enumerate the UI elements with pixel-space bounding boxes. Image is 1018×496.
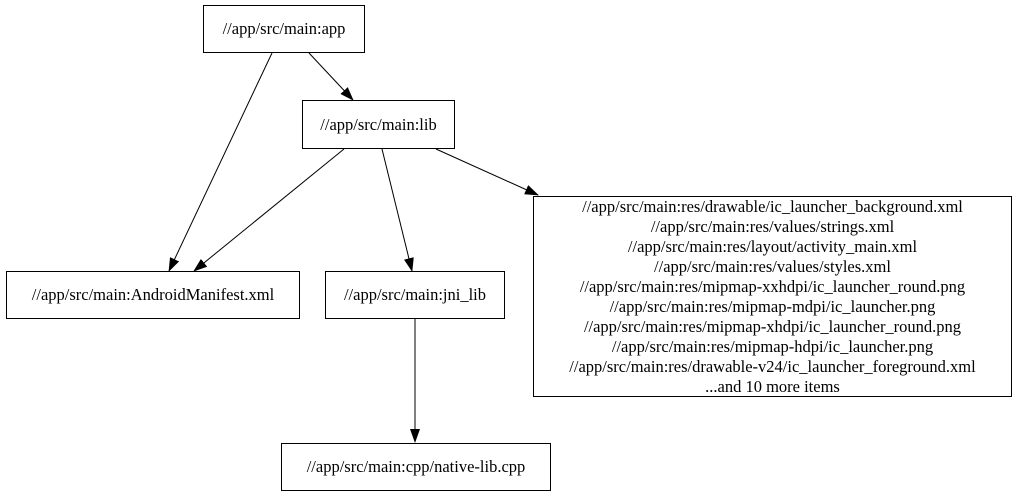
edge-lib-to-resources <box>435 148 539 196</box>
node-resources-group-target: //app/src/main:res/drawable/ic_launcher_… <box>533 196 1012 397</box>
node-jni-lib-target: //app/src/main:jni_lib <box>325 271 505 319</box>
node-app-target: //app/src/main:app <box>203 5 365 53</box>
resource-line: //app/src/main:res/values/styles.xml <box>654 256 891 276</box>
node-native-lib-target: //app/src/main:cpp/native-lib.cpp <box>281 443 551 491</box>
node-lib-target: //app/src/main:lib <box>302 100 455 149</box>
resource-line: //app/src/main:res/drawable-v24/ic_launc… <box>569 356 976 376</box>
node-lib-label: //app/src/main:lib <box>320 114 437 134</box>
resource-more-items-note: ...and 10 more items <box>705 376 840 396</box>
edge-lib-to-android-manifest <box>193 148 345 272</box>
resource-line: //app/src/main:res/layout/activity_main.… <box>627 236 918 256</box>
edge-lib-to-jni-lib <box>381 148 414 272</box>
resource-line: //app/src/main:res/mipmap-hdpi/ic_launch… <box>611 336 934 356</box>
edge-app-to-lib <box>308 52 354 101</box>
node-native-lib-label: //app/src/main:cpp/native-lib.cpp <box>306 457 526 476</box>
node-android-manifest-target: //app/src/main:AndroidManifest.xml <box>6 271 300 319</box>
resource-line: //app/src/main:res/mipmap-xhdpi/ic_launc… <box>583 316 962 336</box>
node-jni-lib-label: //app/src/main:jni_lib <box>343 285 487 304</box>
node-android-manifest-label: //app/src/main:AndroidManifest.xml <box>31 285 275 304</box>
resource-line: //app/src/main:res/mipmap-xxhdpi/ic_laun… <box>579 276 966 296</box>
edge-app-to-android-manifest <box>168 52 273 272</box>
resource-line: //app/src/main:res/drawable/ic_launcher_… <box>582 196 963 216</box>
resource-line: //app/src/main:res/mipmap-mdpi/ic_launch… <box>609 296 936 316</box>
node-app-label: //app/src/main:app <box>222 19 346 38</box>
resource-line: //app/src/main:res/values/strings.xml <box>650 216 895 236</box>
